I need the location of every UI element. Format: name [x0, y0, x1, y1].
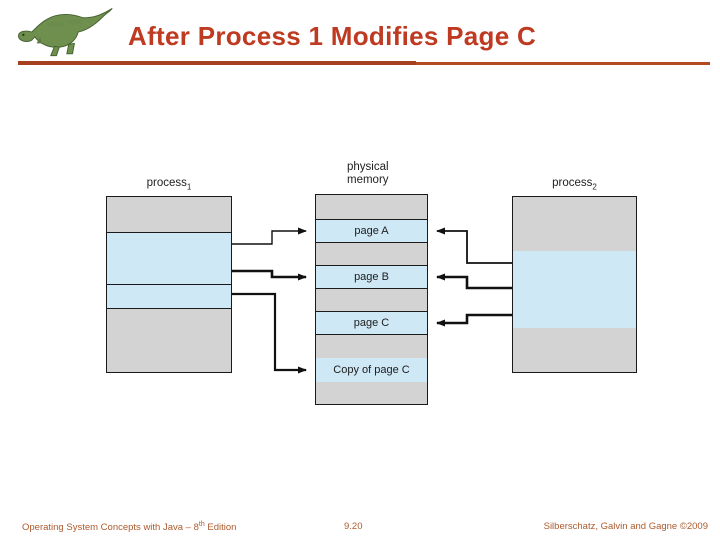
memory-frame-page-c: page C: [316, 311, 427, 335]
title-divider-right: [416, 62, 710, 65]
process1-label-sub: 1: [186, 182, 192, 192]
process1-unmapped-bottom: [107, 308, 231, 372]
memory-free-frame: [316, 382, 427, 404]
title-divider-left: [18, 61, 416, 65]
process2-page-entries: [513, 251, 636, 328]
process2-label-sub: 2: [592, 182, 597, 192]
process2-memory-box: [512, 196, 637, 373]
process2-unmapped-top: [513, 197, 636, 251]
physical-memory-box: page A page B page C Copy of page C: [315, 194, 428, 405]
page-a-label: page A: [354, 225, 389, 237]
memory-frame-page-a: page A: [316, 219, 427, 243]
process2-unmapped-bottom: [513, 328, 636, 372]
process1-page-entries: [107, 232, 231, 284]
footer-book-title: Operating System Concepts with Java – 8t…: [22, 521, 236, 533]
copy-of-page-c-label: Copy of page C: [333, 364, 410, 376]
dinosaur-logo-icon: [18, 8, 113, 57]
arrow-process1-to-page-a: [232, 227, 307, 245]
memory-free-frame: [316, 195, 427, 219]
slide-title: After Process 1 Modifies Page C: [128, 21, 537, 51]
arrow-process2-to-page-b: [436, 273, 512, 290]
process2-label-text: process: [552, 177, 593, 189]
footer-book-prefix: Operating System Concepts with Java – 8: [22, 522, 199, 534]
arrow-process2-to-page-c: [436, 313, 512, 327]
process1-page-entry-c: [107, 284, 231, 308]
footer-book-sup: th: [198, 521, 205, 528]
physical-memory-label-line2: memory: [347, 174, 389, 186]
footer-authors: Silberschatz, Galvin and Gagne ©2009: [543, 521, 708, 532]
memory-frame-page-b: page B: [316, 265, 427, 289]
physical-memory-label: physical memory: [347, 161, 389, 187]
arrow-process1-to-copy-of-page-c: [232, 292, 307, 374]
memory-free-frame: [316, 289, 427, 311]
memory-frame-copy-of-page-c: Copy of page C: [316, 358, 427, 382]
arrow-process2-to-page-a: [436, 227, 512, 264]
memory-free-frame: [316, 243, 427, 265]
process1-label: process1: [106, 177, 232, 193]
arrow-process1-to-page-b: [232, 269, 307, 281]
memory-free-frame: [316, 335, 427, 358]
process1-label-text: process: [146, 177, 187, 189]
process1-unmapped-top: [107, 197, 231, 232]
footer-book-suffix: Edition: [204, 522, 237, 534]
physical-memory-label-line1: physical: [347, 161, 389, 173]
process1-memory-box: [106, 196, 232, 373]
process2-label: process2: [512, 177, 637, 193]
page-c-label: page C: [353, 317, 390, 329]
page-b-label: page B: [354, 271, 389, 283]
footer-page-number: 9.20: [344, 521, 363, 532]
